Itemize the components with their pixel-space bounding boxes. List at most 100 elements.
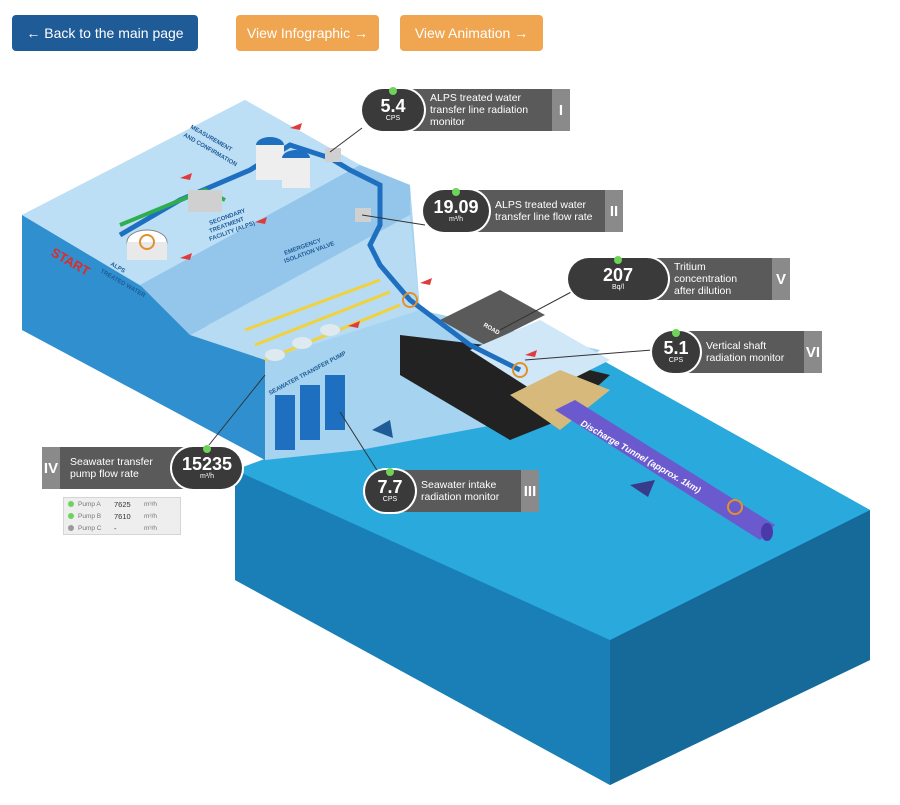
land-left-face	[22, 215, 265, 460]
alps-tank-body	[127, 242, 167, 260]
monitor-III-value: 7.7	[377, 477, 403, 497]
monitor-III-card[interactable]: 7.7 CPS Seawater intake radiation monito…	[365, 468, 539, 512]
monitor-V-card[interactable]: 207 Bq/l Tritium concentration after dil…	[568, 256, 790, 300]
monitor-I-card[interactable]: 5.4 CPS ALPS treated water transfer line…	[362, 87, 570, 131]
back-to-main-button[interactable]: ← Back to the main page	[12, 15, 198, 51]
discharge-tunnel	[555, 400, 775, 540]
monitor-VI-card[interactable]: 5.1 CPS Vertical shaft radiation monitor…	[652, 329, 822, 373]
tunnel-flow-arrow	[630, 480, 655, 497]
tank-1-body	[256, 145, 284, 180]
pump-status-dot-icon	[68, 501, 74, 507]
monitor-VI-description: Vertical shaft radiation monitor	[682, 331, 804, 373]
monitor-IV-desc-line-1: Seawater transfer	[70, 456, 153, 468]
monitor-IV-numeral: IV	[42, 447, 60, 489]
pump-name: Pump B	[78, 512, 102, 520]
status-dot-icon	[389, 87, 397, 95]
pump-name: Pump A	[78, 500, 101, 508]
transfer-pipe	[118, 142, 522, 373]
leader-lines	[204, 127, 653, 476]
pump-row: Pump C - m³/h	[64, 522, 180, 534]
monitor-I-desc-line-3: monitor	[430, 116, 466, 128]
shaft-sand	[510, 370, 610, 430]
monitor-II-card[interactable]: 19.09 m³/h ALPS treated water transfer l…	[423, 188, 623, 232]
monitor-IV-value-badge: 15235 m³/h	[172, 445, 242, 489]
monitor-V-value: 207	[602, 265, 634, 285]
monitor-IV-unit: m³/h	[200, 473, 214, 480]
view-animation-button[interactable]: View Animation →	[400, 15, 543, 51]
status-dot-icon	[386, 468, 394, 476]
monitor-V-value-badge: 207 Bq/l	[568, 256, 668, 300]
monitor-V-description: Tritium concentration after dilution	[650, 258, 772, 300]
pump-value: 7625	[114, 499, 131, 509]
monitor-VI-value: 5.1	[663, 338, 689, 358]
pump-value: 7610	[114, 511, 131, 521]
sea-right-face	[610, 510, 870, 785]
pump-row: Pump A 7625 m³/h	[64, 498, 180, 510]
locator-isolation	[402, 292, 418, 308]
monitor-II-value-badge: 19.09 m³/h	[423, 188, 489, 232]
pump-1	[265, 349, 285, 361]
monitor-IV-description: Seawater transfer pump flow rate	[60, 447, 190, 489]
tank-2-body	[282, 158, 310, 188]
intake-pit-3	[325, 375, 345, 430]
intake-pit-2	[300, 385, 320, 440]
pump-row: Pump B 7610 m³/h	[64, 510, 180, 522]
monitor-II-desc-line-1: ALPS treated water	[495, 199, 587, 211]
monitor-II-unit: m³/h	[449, 216, 463, 223]
intake-pit-1	[275, 395, 295, 450]
monitor-III-desc-line-1: Seawater intake	[421, 479, 497, 491]
pump-status-table: Pump A 7625 m³/h Pump B 7610 m³/h Pump C…	[63, 497, 181, 535]
pump-name: Pump C	[78, 524, 102, 532]
monitor-III-numeral: III	[521, 470, 539, 512]
intake-arrow	[372, 420, 393, 438]
monitor-I-value-badge: 5.4 CPS	[362, 87, 424, 131]
sea-left-face	[235, 470, 610, 785]
monitor-III-desc-line-2: radiation monitor	[421, 491, 500, 503]
monitor-V-desc-line-2: after dilution	[674, 285, 732, 297]
monitor-I-desc-line-2: transfer line radiation	[430, 104, 529, 116]
status-dot-icon	[672, 329, 680, 337]
pump-status-dot-icon	[68, 513, 74, 519]
pump-2	[292, 337, 312, 349]
status-dot-icon	[614, 256, 622, 264]
monitor-VI-unit: CPS	[668, 357, 684, 364]
status-dot-icon	[203, 445, 211, 453]
monitor-II-desc-line-2: transfer line flow rate	[495, 211, 593, 223]
monitor-II-value: 19.09	[433, 197, 479, 217]
tunnel-outlet	[761, 523, 773, 541]
pump-value: -	[114, 523, 117, 533]
pump-unit: m³/h	[144, 500, 157, 508]
monitor-IV-card[interactable]: IV Seawater transfer pump flow rate 1523…	[42, 445, 242, 489]
monitor-V-desc-line-1: Tritium concentration	[674, 261, 738, 285]
monitor-II-numeral: II	[605, 190, 623, 232]
monitor-V-unit: Bq/l	[611, 284, 625, 291]
monitor-I-value: 5.4	[380, 96, 406, 116]
locator-VI	[512, 362, 528, 378]
monitor-IV-desc-line-2: pump flow rate	[70, 468, 139, 480]
pump-unit: m³/h	[144, 524, 157, 532]
locator-tunnel	[727, 499, 743, 515]
monitor-I-unit: CPS	[385, 115, 401, 122]
locator-start	[139, 234, 155, 250]
valve-I	[325, 148, 341, 162]
monitor-III-unit: CPS	[382, 496, 398, 503]
monitor-VI-value-badge: 5.1 CPS	[652, 329, 700, 373]
monitor-VI-desc-line-1: Vertical shaft	[706, 340, 767, 352]
monitor-III-description: Seawater intake radiation monitor	[397, 470, 521, 512]
status-dot-icon	[452, 188, 460, 196]
view-infographic-button[interactable]: View Infographic →	[236, 15, 379, 51]
flow-arrows	[180, 123, 537, 357]
monitor-III-value-badge: 7.7 CPS	[365, 468, 415, 512]
pump-unit: m³/h	[144, 512, 157, 520]
secondary-facility	[188, 190, 222, 212]
terrace-2	[140, 165, 410, 335]
monitor-V-numeral: V	[772, 258, 790, 300]
pump-3	[320, 324, 340, 336]
monitor-VI-numeral: VI	[804, 331, 822, 373]
pump-status-dot-icon	[68, 525, 74, 531]
monitor-I-numeral: I	[552, 89, 570, 131]
monitor-II-description: ALPS treated water transfer line flow ra…	[471, 190, 605, 232]
monitor-I-desc-line-1: ALPS treated water	[430, 92, 522, 104]
terrace-3	[190, 215, 420, 360]
